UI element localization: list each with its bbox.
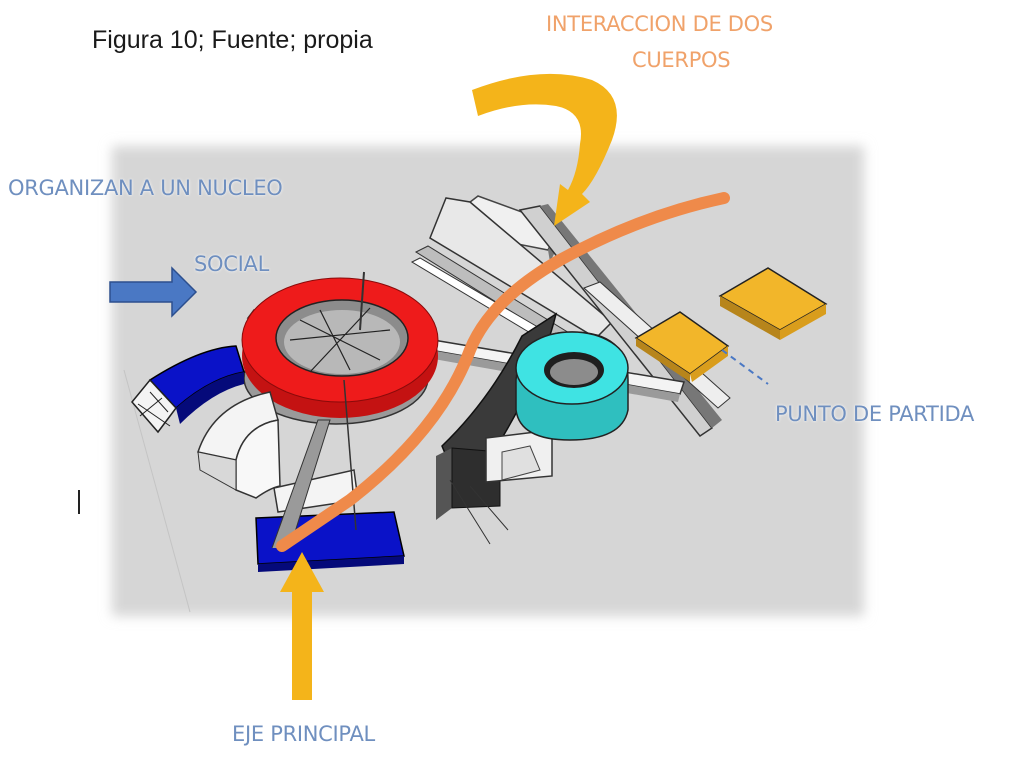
dashed-leader-icon xyxy=(721,349,769,385)
thin-rods xyxy=(271,379,357,549)
curved-arrow-icon xyxy=(472,73,617,227)
interaction-curve xyxy=(276,192,730,552)
right-arrow-icon xyxy=(109,266,198,318)
blue-curved-block xyxy=(131,345,245,434)
label-interaccion-line1: INTERACCION DE DOS xyxy=(546,12,773,36)
dark-bent-block xyxy=(436,312,558,545)
cyan-ring xyxy=(515,331,629,441)
label-interaccion-line2: CUERPOS xyxy=(632,48,731,72)
label-eje-principal: EJE PRINCIPAL xyxy=(232,722,375,746)
label-punto-de-partida: PUNTO DE PARTIDA xyxy=(775,402,975,426)
up-arrow-icon xyxy=(280,552,324,700)
label-organizan: ORGANIZAN A UN NUCLEO xyxy=(8,176,283,200)
ground-edge-line xyxy=(123,369,191,613)
yellow-blocks xyxy=(634,267,828,382)
figure-caption: Figura 10; Fuente; propia xyxy=(92,26,373,54)
white-curved-block xyxy=(197,391,359,513)
label-social: SOCIAL xyxy=(194,252,269,276)
text-cursor-mark xyxy=(78,490,80,514)
